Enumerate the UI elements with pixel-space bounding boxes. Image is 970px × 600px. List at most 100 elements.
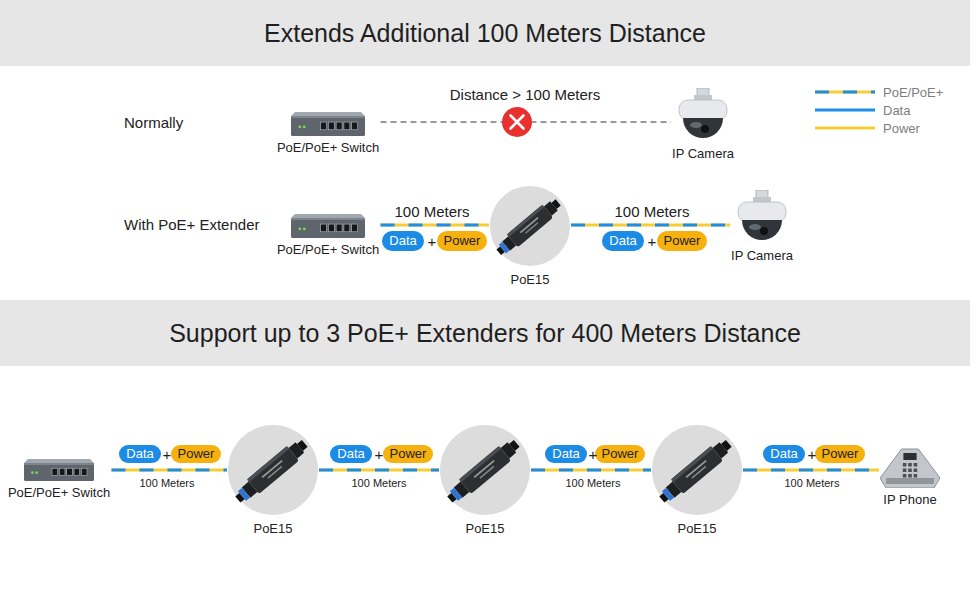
plus-sign: +: [375, 446, 384, 463]
extender-ridge: [507, 205, 545, 237]
power-line: [319, 469, 439, 472]
switch-led: [35, 471, 38, 474]
switch-port: [352, 122, 358, 130]
section-heading: Support up to 3 PoE+ Extenders for 400 M…: [169, 319, 801, 348]
row-label: With PoE+ Extender: [124, 216, 259, 233]
pill-text: Data: [389, 231, 416, 251]
phone-grille: [886, 478, 934, 484]
legend-sample: [815, 83, 875, 101]
extender-gland: [659, 493, 668, 503]
switch-port: [344, 122, 350, 130]
data-line: [743, 469, 879, 472]
camera-lens: [760, 227, 768, 235]
signal-pill: Power: [383, 445, 434, 463]
extender-print: [262, 460, 283, 478]
switch-led: [298, 125, 301, 128]
device-label: PoE15: [510, 272, 549, 287]
distance-label: 100 Meters: [137, 477, 196, 489]
poe-cable: [112, 470, 228, 471]
device-node: IP Camera: [730, 190, 794, 264]
device-icon: [675, 88, 731, 142]
extender-gland: [235, 493, 244, 503]
distance-label: 100 Meters: [782, 477, 841, 489]
extender-node: PoE15: [651, 425, 743, 537]
switch-led: [298, 227, 301, 230]
legend-sample: [815, 119, 875, 137]
legend-line-dash: [815, 91, 875, 94]
poe-cable: [531, 470, 651, 471]
signal-pill: Power: [595, 445, 646, 463]
data-line: [381, 224, 490, 227]
switch-port: [352, 224, 358, 232]
plus-sign: +: [808, 446, 817, 463]
switch-port: [336, 224, 342, 232]
device-icon: [291, 214, 365, 238]
phone-base: [880, 449, 940, 488]
legend-line: [815, 127, 875, 130]
pill-text: Power: [390, 445, 427, 463]
phone-screen: [903, 453, 916, 460]
device-icon: [734, 190, 790, 244]
switch-port: [328, 122, 334, 130]
switch-port: [336, 122, 342, 130]
extender-node: PoE15: [227, 425, 319, 537]
extender-device: [444, 436, 523, 507]
device-icon: [24, 459, 94, 481]
signal-pill: Data: [119, 445, 160, 463]
phone-key: [903, 469, 907, 473]
legend-row: Data: [815, 101, 943, 119]
distance-label: Distance > 100 Meters: [448, 86, 603, 103]
extender-print: [520, 217, 539, 233]
switch-edge: [24, 463, 94, 465]
extender-disc: [652, 425, 742, 515]
extender-ridge: [459, 446, 501, 482]
legend-text: Power: [883, 121, 920, 136]
phone-key: [908, 469, 912, 473]
switch-led: [303, 125, 306, 128]
extender-print: [267, 466, 282, 479]
switch-port: [328, 224, 334, 232]
heading-band: Extends Additional 100 Meters Distance: [0, 0, 970, 66]
extender-body: [671, 446, 723, 494]
switch-top: [291, 112, 365, 116]
power-line: [112, 469, 228, 472]
phone-key: [908, 474, 912, 478]
plus-sign: +: [648, 233, 657, 250]
switch-edge: [291, 116, 365, 118]
distance-label: 100 Meters: [612, 203, 691, 220]
device-node: PoE/PoE+ Switch: [276, 112, 381, 156]
switch-led: [303, 227, 306, 230]
switch-body: [291, 218, 365, 238]
blocked-circle: [502, 107, 532, 137]
extender-shape: [652, 425, 742, 515]
extender-device: [493, 196, 563, 259]
pill-text: Power: [664, 231, 701, 251]
extender-disc: [490, 186, 570, 266]
heading-band: Support up to 3 PoE+ Extenders for 400 M…: [0, 300, 970, 366]
extender-node: PoE15: [439, 425, 531, 537]
pill-text: Data: [770, 445, 797, 463]
pill-text: Power: [822, 445, 859, 463]
blocked-mark: [502, 107, 532, 137]
extender-print: [525, 222, 538, 233]
extender-body: [247, 446, 299, 494]
switch-port: [67, 468, 73, 475]
camera-highlight: [690, 122, 702, 128]
switch-top: [24, 459, 94, 463]
switch-port: [321, 122, 327, 130]
phone-key: [908, 463, 912, 467]
extender-disc: [228, 425, 318, 515]
data-line: [319, 469, 439, 472]
extender-shape: [440, 425, 530, 515]
signal-pill: Power: [171, 445, 222, 463]
extender-ridge: [671, 446, 713, 482]
device-label: PoE/PoE+ Switch: [277, 242, 379, 257]
extender-gland: [297, 440, 308, 451]
extender-device: [232, 436, 311, 507]
device-label: PoE15: [465, 521, 504, 536]
device-icon: [291, 112, 365, 136]
poe-cable: [319, 470, 439, 471]
camera-housing: [679, 100, 727, 120]
data-line: [112, 469, 228, 472]
